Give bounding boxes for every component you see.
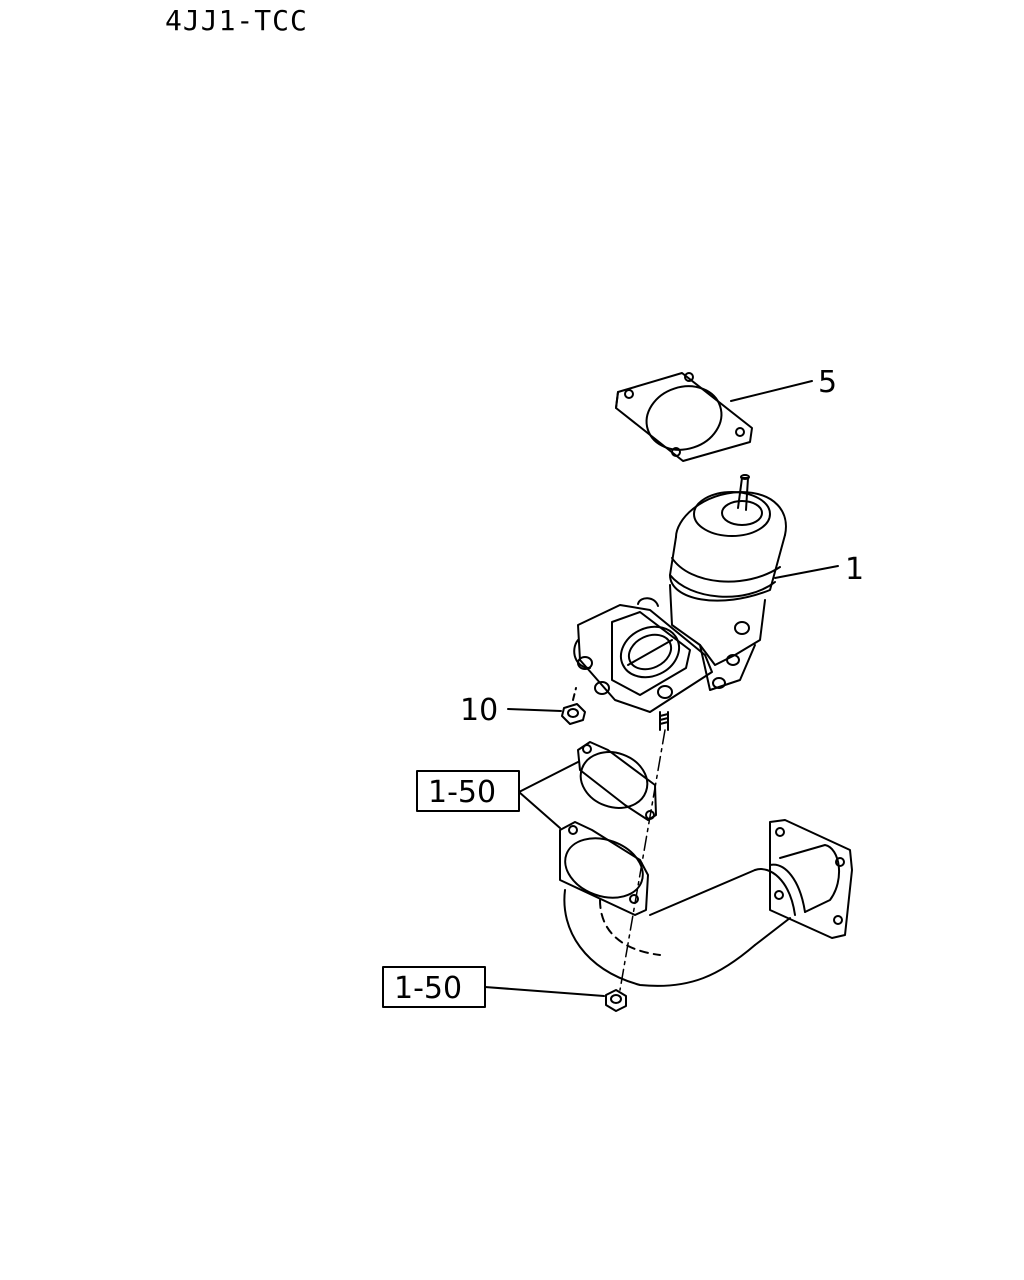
leader-line-ref-upper-a — [518, 761, 579, 793]
callout-gasket[interactable]: 5 — [818, 365, 837, 400]
alignment-centerline — [619, 729, 666, 991]
callout-ref-lower[interactable]: 1-50 — [394, 971, 462, 1006]
callout-ref-upper[interactable]: 1-50 — [428, 775, 496, 810]
exhaust-pipe-part — [559, 819, 853, 987]
upper-gasket-part — [577, 741, 657, 821]
callout-egr-valve[interactable]: 1 — [845, 552, 864, 587]
leader-line-ref-upper-b — [518, 791, 561, 829]
egr-valve-part — [573, 474, 787, 731]
leader-line-gasket — [730, 380, 813, 402]
model-code: 4JJ1-TCC — [165, 4, 308, 37]
nut-part — [561, 687, 586, 725]
ref-box-lower — [382, 966, 486, 1008]
leader-line-egr-valve — [774, 565, 839, 579]
gasket-part — [615, 372, 753, 462]
callout-nut[interactable]: 10 — [460, 693, 498, 728]
lower-nut-part — [605, 989, 627, 1012]
leader-line-ref-lower — [484, 986, 605, 997]
ref-box-upper — [416, 770, 520, 812]
leader-line-nut — [507, 708, 562, 712]
